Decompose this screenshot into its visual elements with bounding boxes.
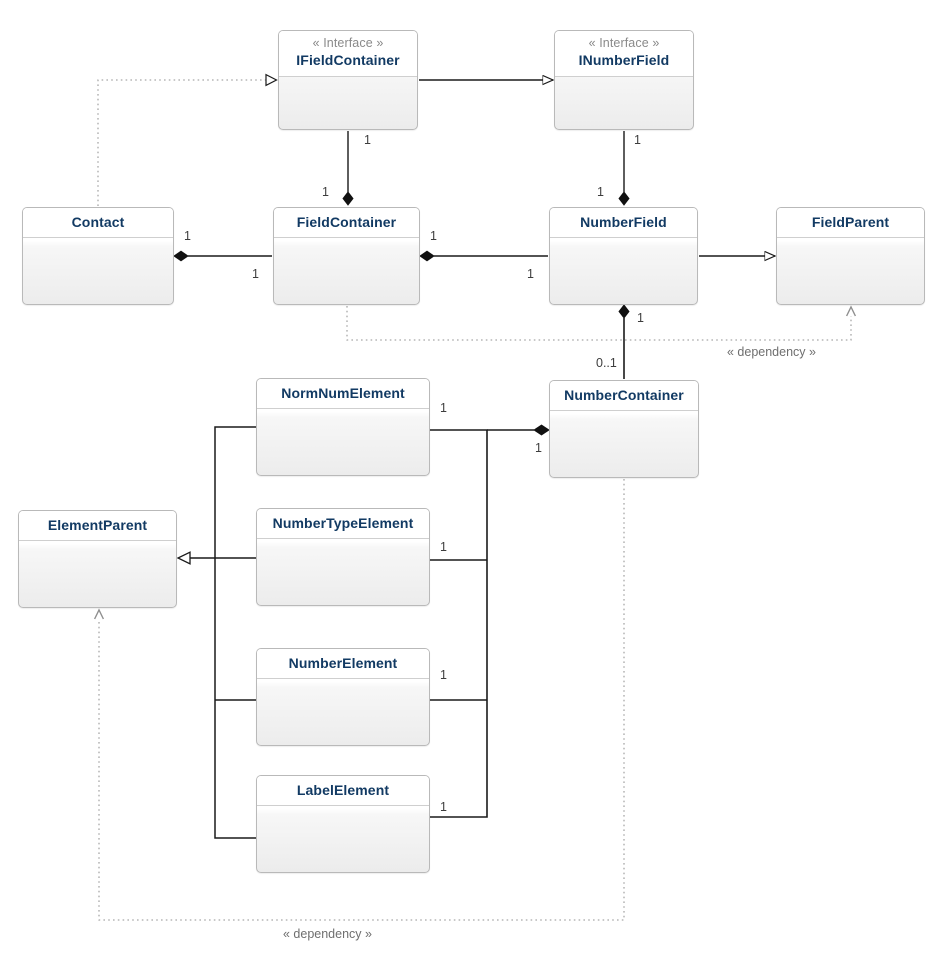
class-box-contact[interactable]: Contact bbox=[22, 207, 174, 305]
class-body-compartment bbox=[257, 679, 429, 745]
class-stereotype: « Interface » bbox=[588, 36, 660, 50]
class-body-compartment bbox=[555, 77, 693, 129]
edge-ifieldcontainer-to-fieldcontainer bbox=[342, 131, 354, 206]
class-body-compartment bbox=[279, 77, 417, 129]
class-name: FieldContainer bbox=[296, 214, 397, 230]
edge-numbercontainer-depends-elementparent bbox=[93, 479, 625, 921]
class-name: FieldParent bbox=[811, 214, 890, 230]
edge-numberfield-to-fieldcontainer bbox=[419, 250, 548, 262]
class-body-compartment bbox=[550, 238, 697, 304]
class-body-compartment bbox=[257, 539, 429, 605]
class-box-labelelement[interactable]: LabelElement bbox=[256, 775, 430, 873]
edge-numbercontainer-to-numberfield bbox=[618, 304, 630, 379]
edge-fieldcontainer-to-contact bbox=[173, 250, 272, 262]
class-body-compartment bbox=[777, 238, 924, 304]
multiplicity-label: 1 bbox=[597, 185, 604, 199]
class-box-inumberfield[interactable]: « Interface » INumberField bbox=[554, 30, 694, 130]
class-header: NumberTypeElement bbox=[257, 509, 429, 539]
class-name: NumberElement bbox=[288, 655, 398, 671]
class-name: ElementParent bbox=[47, 517, 148, 533]
class-box-numbertypeelement[interactable]: NumberTypeElement bbox=[256, 508, 430, 606]
class-header: NormNumElement bbox=[257, 379, 429, 409]
class-name: INumberField bbox=[578, 52, 670, 68]
class-header: NumberElement bbox=[257, 649, 429, 679]
class-header: FieldContainer bbox=[274, 208, 419, 238]
multiplicity-label: 1 bbox=[634, 133, 641, 147]
class-box-normnumelement[interactable]: NormNumElement bbox=[256, 378, 430, 476]
class-header: FieldParent bbox=[777, 208, 924, 238]
class-box-numbercontainer[interactable]: NumberContainer bbox=[549, 380, 699, 478]
class-box-elementparent[interactable]: ElementParent bbox=[18, 510, 177, 608]
class-body-compartment bbox=[550, 411, 698, 477]
multiplicity-label: 1 bbox=[637, 311, 644, 325]
class-header: NumberField bbox=[550, 208, 697, 238]
multiplicity-label: 1 bbox=[430, 229, 437, 243]
multiplicity-label: 1 bbox=[527, 267, 534, 281]
dependency-stereotype-label: « dependency » bbox=[727, 345, 816, 359]
class-header: NumberContainer bbox=[550, 381, 698, 411]
class-header: Contact bbox=[23, 208, 173, 238]
class-header: « Interface » INumberField bbox=[555, 31, 693, 77]
edge-fieldcontainer-depends-fieldparent bbox=[346, 305, 857, 341]
edge-contact-realizes-ifieldcontainer bbox=[97, 73, 278, 206]
multiplicity-label: 0..1 bbox=[596, 356, 617, 370]
dependency-stereotype-label: « dependency » bbox=[283, 927, 372, 941]
class-body-compartment bbox=[274, 238, 419, 304]
class-body-compartment bbox=[257, 409, 429, 475]
class-box-fieldcontainer[interactable]: FieldContainer bbox=[273, 207, 420, 305]
class-stereotype: « Interface » bbox=[312, 36, 384, 50]
class-name: NumberField bbox=[580, 214, 667, 230]
multiplicity-label: 1 bbox=[364, 133, 371, 147]
class-name: NumberContainer bbox=[564, 387, 684, 403]
multiplicity-label: 1 bbox=[322, 185, 329, 199]
multiplicity-label: 1 bbox=[440, 668, 447, 682]
multiplicity-label: 1 bbox=[440, 401, 447, 415]
class-body-compartment bbox=[257, 806, 429, 872]
class-body-compartment bbox=[23, 238, 173, 304]
multiplicity-label: 1 bbox=[440, 800, 447, 814]
multiplicity-label: 1 bbox=[252, 267, 259, 281]
class-header: ElementParent bbox=[19, 511, 176, 541]
class-box-fieldparent[interactable]: FieldParent bbox=[776, 207, 925, 305]
class-box-numberfield[interactable]: NumberField bbox=[549, 207, 698, 305]
class-header: « Interface » IFieldContainer bbox=[279, 31, 417, 77]
class-box-numberelement[interactable]: NumberElement bbox=[256, 648, 430, 746]
class-name: IFieldContainer bbox=[296, 52, 400, 68]
class-name: LabelElement bbox=[296, 782, 390, 798]
multiplicity-label: 1 bbox=[440, 540, 447, 554]
edge-elements-to-elementparent bbox=[176, 426, 256, 839]
multiplicity-label: 1 bbox=[184, 229, 191, 243]
edge-elements-to-numbercontainer bbox=[430, 424, 550, 818]
class-body-compartment bbox=[19, 541, 176, 607]
class-box-ifieldcontainer[interactable]: « Interface » IFieldContainer bbox=[278, 30, 418, 130]
class-name: NormNumElement bbox=[281, 385, 405, 401]
edge-inumberfield-to-numberfield bbox=[618, 131, 630, 206]
class-name: NumberTypeElement bbox=[272, 515, 414, 531]
class-name: Contact bbox=[71, 214, 125, 230]
multiplicity-label: 1 bbox=[535, 441, 542, 455]
class-header: LabelElement bbox=[257, 776, 429, 806]
